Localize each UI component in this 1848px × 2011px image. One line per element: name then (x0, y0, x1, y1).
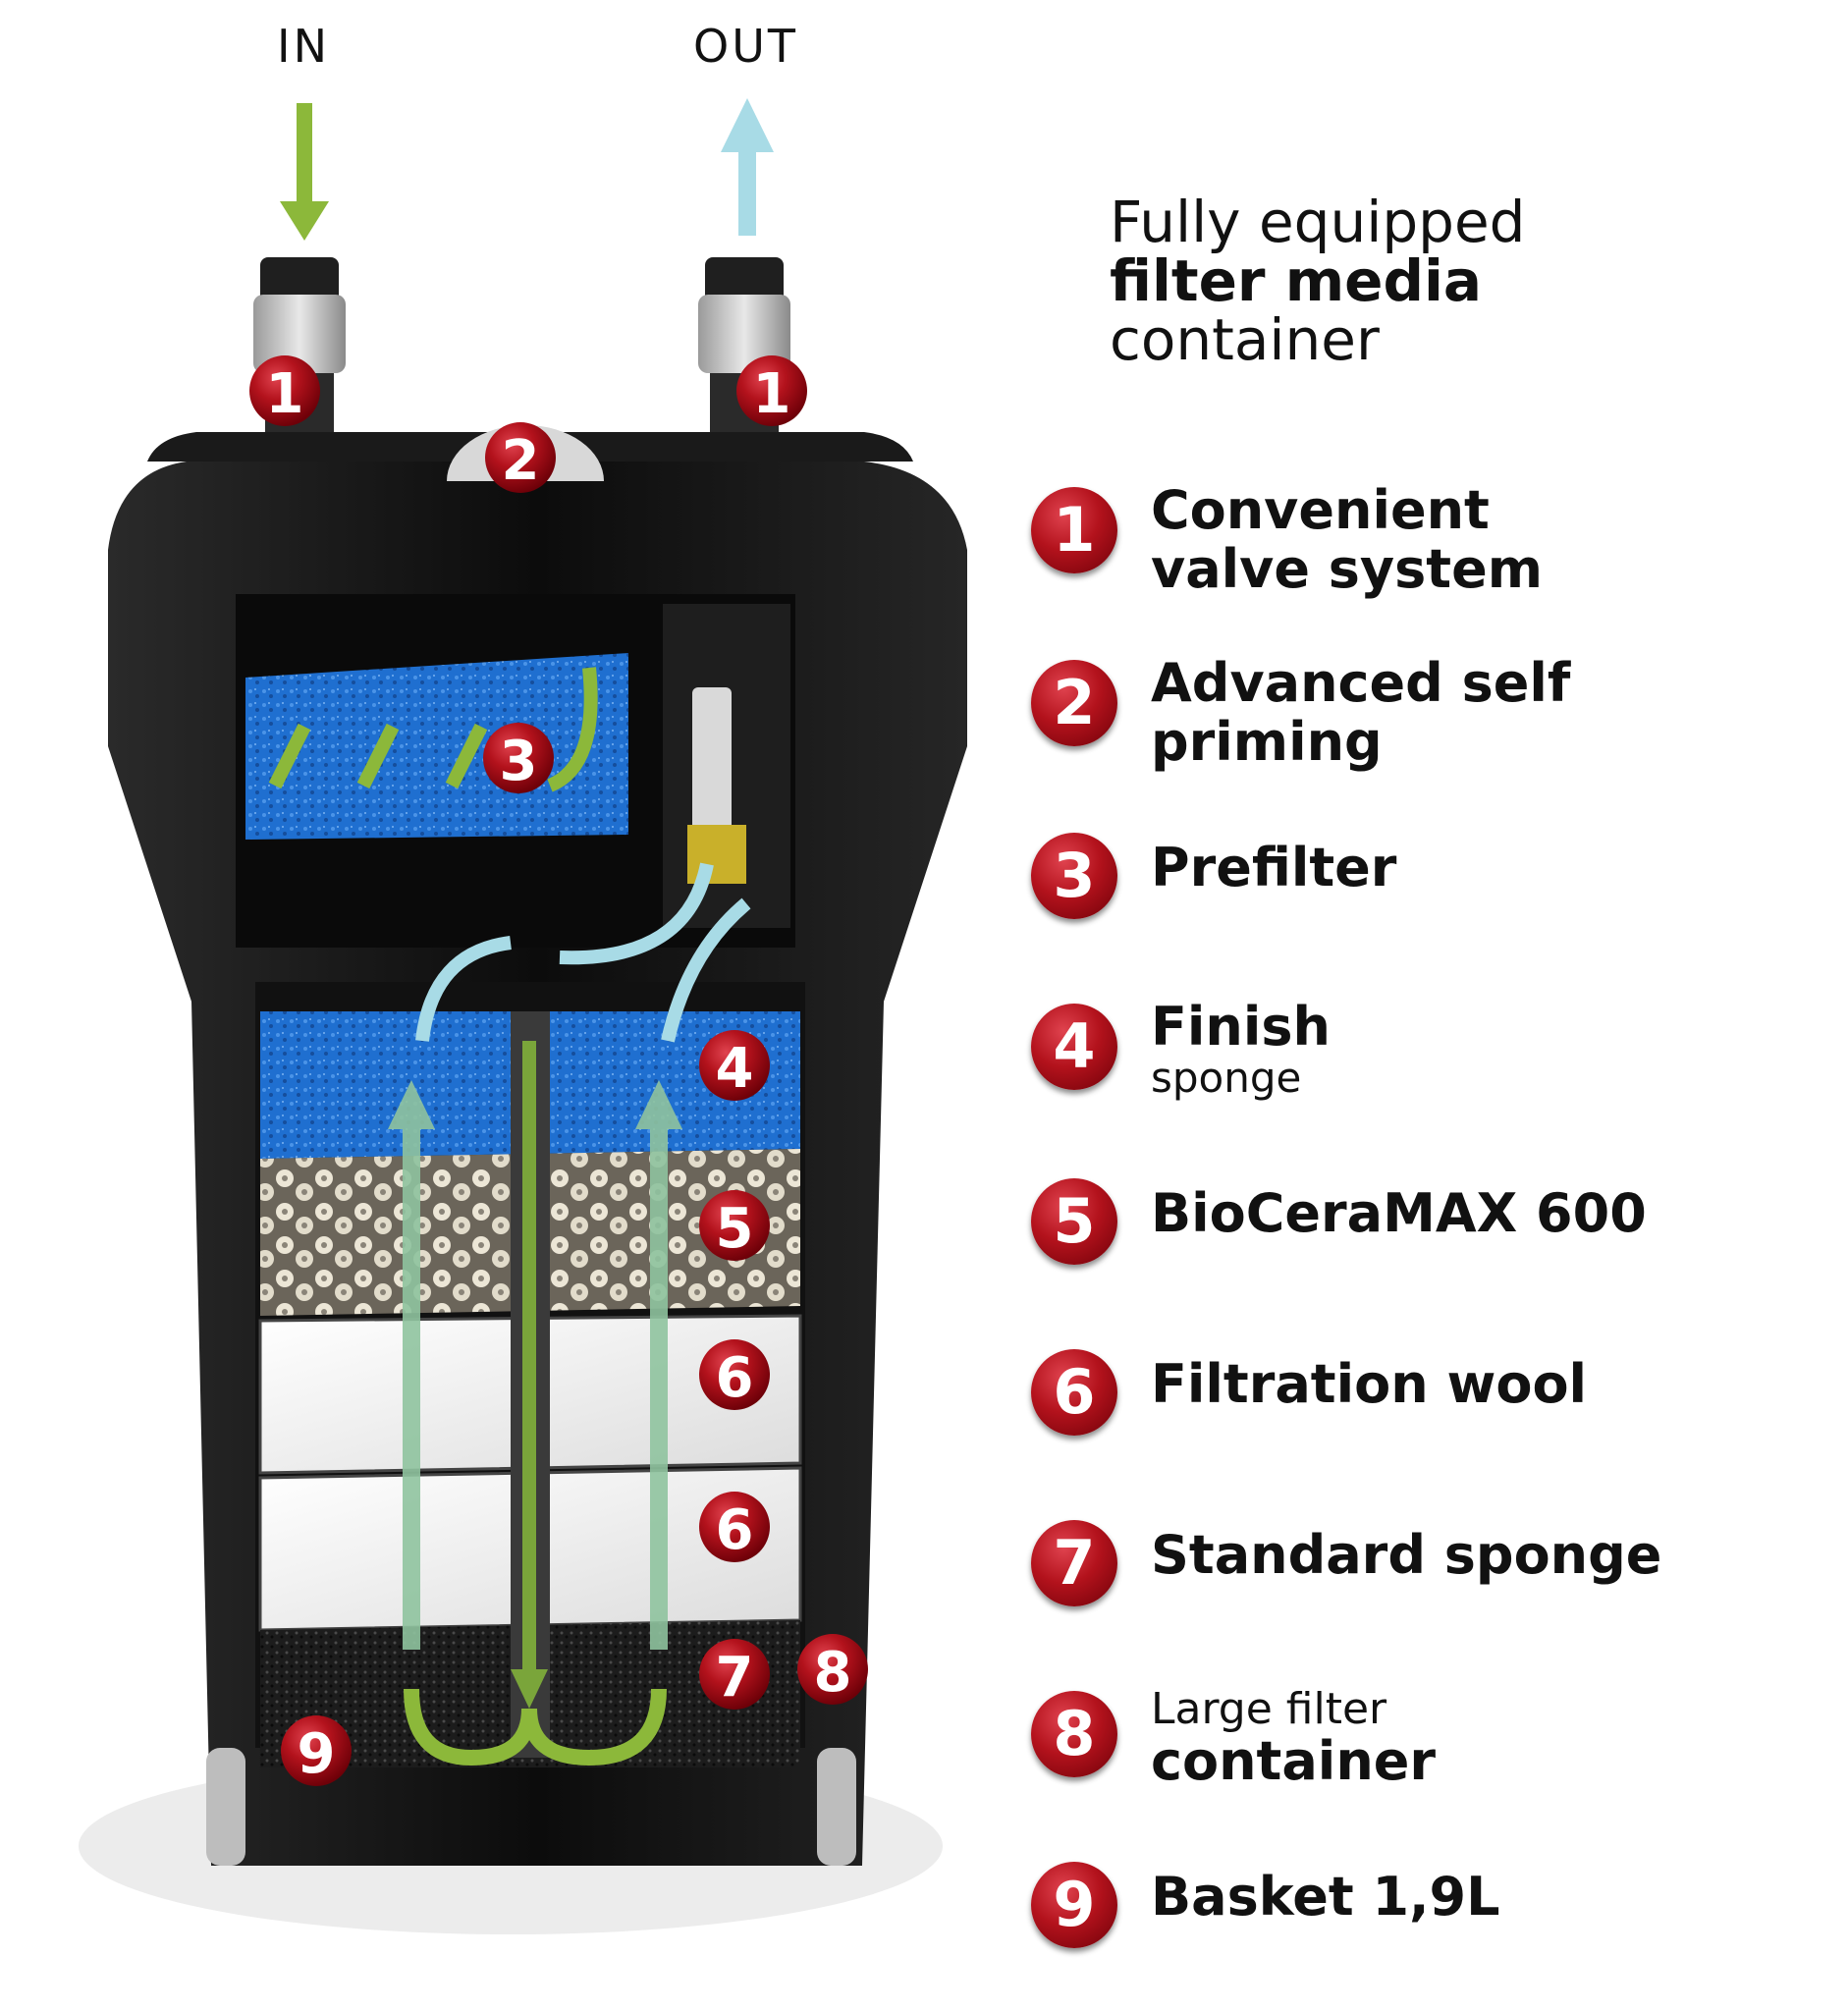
legend-badge: 4 (1031, 1004, 1117, 1090)
base-foot-left (206, 1748, 245, 1866)
legend-badge: 5 (1031, 1178, 1117, 1265)
legend-label: Prefilter (1151, 837, 1397, 898)
svg-text:3: 3 (500, 730, 538, 793)
heading-line-3: container (1110, 306, 1380, 373)
legend-badge: 6 (1031, 1349, 1117, 1436)
base-foot-right (817, 1748, 856, 1866)
legend-badge: 9 (1031, 1862, 1117, 1948)
legend-label: Standard sponge (1151, 1524, 1662, 1586)
legend-item-7: 7 Standard sponge (1031, 1520, 1817, 1638)
legend-label: Filtration wool (1151, 1353, 1588, 1415)
svg-text:5: 5 (716, 1197, 754, 1261)
legend-label: Advanced self priming (1151, 652, 1571, 773)
legend-label: Finish sponge (1151, 996, 1331, 1102)
legend-badge: 8 (1031, 1691, 1117, 1777)
heading-line-2: filter media (1110, 247, 1483, 314)
prefilter-flow-arrows (268, 667, 598, 792)
legend-label: Basket 1,9L (1151, 1866, 1500, 1928)
legend-badge: 3 (1031, 833, 1117, 919)
marker-9: 9 (281, 1715, 352, 1786)
legend-item-4: 4 Finish sponge (1031, 998, 1817, 1121)
legend-item-2: 2 Advanced self priming (1031, 654, 1817, 778)
svg-text:6: 6 (716, 1346, 754, 1410)
svg-text:2: 2 (502, 429, 540, 493)
downflow-arrow (511, 1041, 548, 1709)
in-label: IN (277, 20, 330, 73)
outflow-arrow (721, 98, 774, 236)
bottom-turn-arrows (404, 1688, 667, 1766)
legend-label: Convenient valve system (1151, 479, 1543, 600)
marker-1-inlet: 1 (249, 355, 320, 426)
svg-text:9: 9 (298, 1722, 336, 1786)
svg-text:6: 6 (716, 1498, 754, 1562)
marker-7: 7 (699, 1639, 770, 1710)
legend-item-5: 5 BioCeraMAX 600 (1031, 1178, 1817, 1296)
svg-text:7: 7 (716, 1646, 754, 1710)
legend-item-1: 1 Convenient valve system (1031, 481, 1817, 605)
legend-label: BioCeraMAX 600 (1151, 1182, 1647, 1244)
svg-text:8: 8 (814, 1641, 852, 1705)
legend-item-6: 6 Filtration wool (1031, 1349, 1817, 1467)
legend-badge: 7 (1031, 1520, 1117, 1606)
marker-2: 2 (485, 422, 556, 493)
marker-1-outlet: 1 (736, 355, 807, 426)
return-arrows (415, 862, 751, 1043)
legend-label: Large filter container (1151, 1684, 1437, 1792)
legend-badge: 1 (1031, 487, 1117, 573)
marker-6-upper: 6 (699, 1339, 770, 1410)
marker-5: 5 (699, 1190, 770, 1261)
svg-text:1: 1 (266, 362, 304, 426)
marker-8: 8 (797, 1634, 868, 1705)
legend-item-9: 9 Basket 1,9L (1031, 1862, 1817, 1980)
legend-item-3: 3 Prefilter (1031, 833, 1817, 951)
marker-4: 4 (699, 1030, 770, 1101)
upflow-arrows (388, 1080, 682, 1650)
legend-badge: 2 (1031, 660, 1117, 746)
heading-line-1: Fully equipped (1110, 189, 1526, 255)
legend-item-8: 8 Large filter container (1031, 1687, 1817, 1809)
svg-text:1: 1 (753, 362, 791, 426)
prefilter-sponge (245, 653, 628, 840)
marker-6-lower: 6 (699, 1492, 770, 1562)
diagram-heading: Fully equipped filter media container (1110, 192, 1525, 369)
marker-3: 3 (483, 723, 554, 793)
pump-impeller (687, 825, 746, 884)
out-label: OUT (693, 20, 798, 73)
pump-motor (692, 687, 732, 835)
svg-text:4: 4 (716, 1037, 754, 1101)
inflow-arrow (280, 103, 329, 241)
